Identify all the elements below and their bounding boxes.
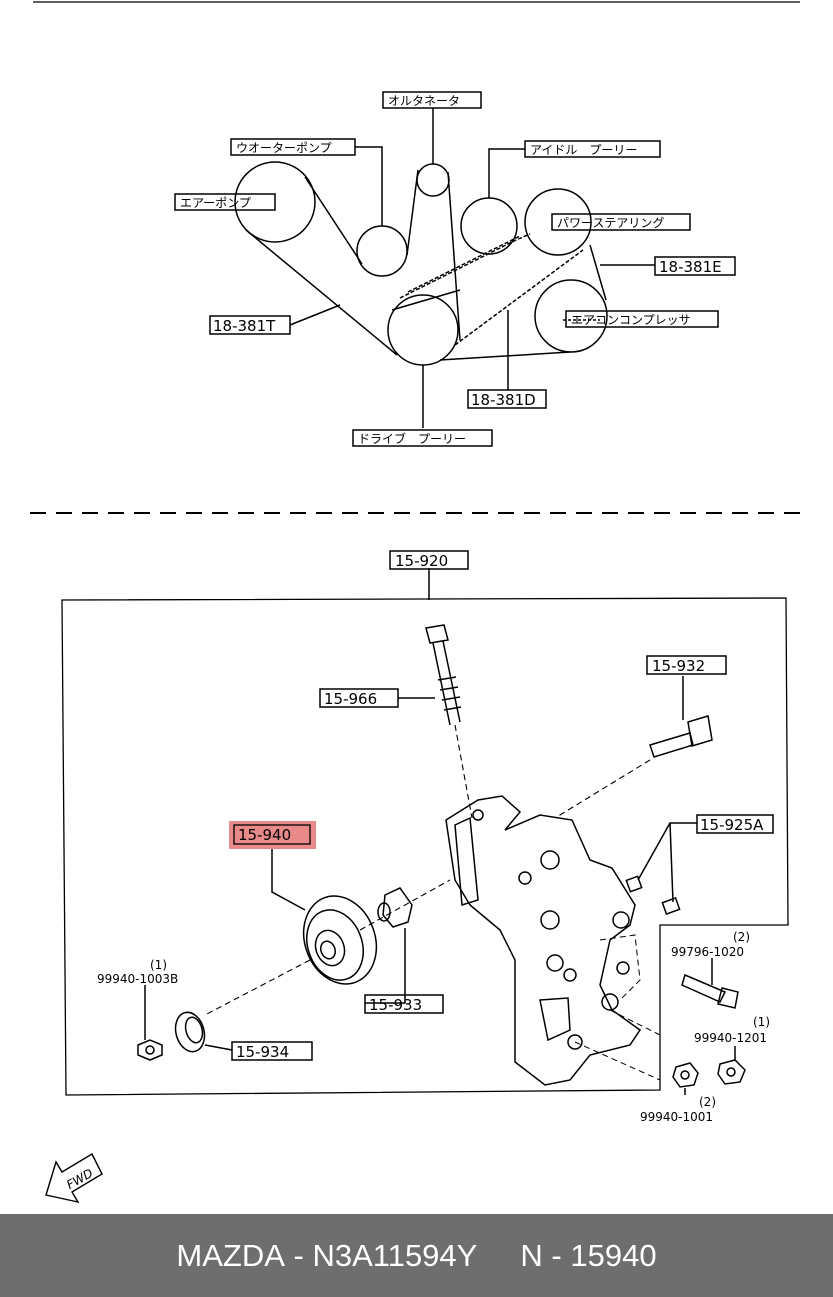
label-power-steering: パワーステアリング [557, 216, 664, 230]
code-1001: 99940-1001 [640, 1110, 713, 1124]
label-alternator: オルタネータ [388, 94, 460, 108]
idle-pulley [460, 197, 518, 255]
label-drive-pulley: ドライブ プーリー [358, 431, 466, 446]
tensioner-assembly-diagram [61, 550, 789, 1096]
label-belt-d: 18-381D [471, 391, 536, 409]
label-15-966: 15-966 [324, 690, 377, 708]
bolt-long-icon [425, 624, 473, 819]
belt-t [245, 176, 398, 356]
power-steering-pulley [524, 188, 592, 256]
nut-1001-icon [672, 1062, 699, 1088]
qty-1001: (2) [699, 1095, 716, 1109]
spacer-933-icon [377, 887, 413, 928]
diagram-canvas: オルタネータ ウオーターポンプ アイドル プーリー エアーポンプ パワーステアリ… [30, 1, 805, 1204]
label-belt-t: 18-381T [213, 317, 276, 335]
footer-brand: MAZDA [176, 1237, 285, 1273]
fwd-arrow-icon: FWD [45, 1153, 103, 1204]
label-air-pump: エアーポンプ [180, 196, 251, 210]
label-15-920: 15-920 [395, 552, 448, 570]
label-15-932: 15-932 [652, 657, 705, 675]
label-15-934: 15-934 [236, 1043, 289, 1061]
highlight-15-940 [229, 821, 316, 849]
tensioner-bracket [445, 795, 661, 1086]
label-idle-pulley: アイドル プーリー [530, 143, 637, 157]
washer-934-icon [174, 1011, 206, 1053]
qty-1020: (2) [733, 930, 750, 944]
bolt-1020-icon [681, 973, 739, 1009]
footer-part-number: N3A11594Y [312, 1237, 478, 1273]
footer-ref-prefix: N [520, 1237, 543, 1273]
belt-d [399, 233, 584, 346]
code-1201: 99940-1201 [694, 1031, 767, 1045]
label-water-pump: ウオーターポンプ [236, 141, 332, 155]
label-belt-e: 18-381E [659, 258, 722, 276]
belt-e [439, 244, 607, 361]
label-15-925a: 15-925A [700, 816, 764, 834]
drive-pulley [387, 294, 459, 366]
air-pump-pulley [234, 161, 316, 243]
bolt-932-icon [554, 715, 713, 819]
footer-ref-number: 15940 [570, 1237, 657, 1273]
code-1020: 99796-1020 [671, 945, 744, 959]
label-15-933: 15-933 [369, 996, 422, 1014]
belt-alt [391, 169, 461, 341]
code-1003b: 99940-1003B [97, 972, 178, 986]
qty-1201: (1) [753, 1015, 770, 1029]
nut-1201-icon [717, 1059, 746, 1085]
footer-gap [477, 1238, 520, 1274]
footer-sep1: - [284, 1237, 313, 1273]
footer-sep2: - [542, 1237, 571, 1273]
nut-1003b-icon [137, 1039, 163, 1061]
bushing-925a-icon [625, 875, 681, 915]
water-pump-pulley [356, 225, 408, 277]
pulley-940-icon [204, 879, 451, 1016]
label-15-940: 15-940 [238, 826, 291, 844]
ac-compressor-pulley [534, 279, 608, 353]
label-ac-compressor: エアコンコンプレッサ [571, 313, 691, 327]
footer-banner: MAZDA - N3A11594Y N - 15940 [0, 1214, 833, 1297]
belt-routing-diagram [33, 1, 800, 447]
qty-1003b: (1) [150, 958, 167, 972]
alternator-pulley [416, 163, 450, 197]
